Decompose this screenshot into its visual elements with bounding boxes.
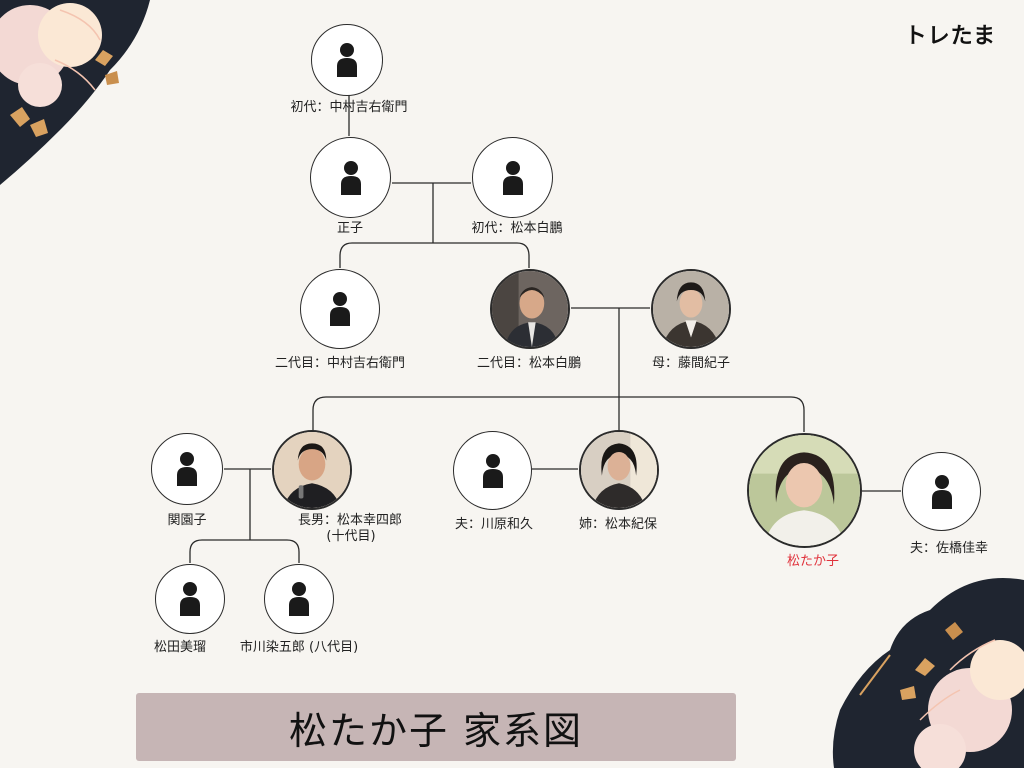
person-label-sub: (十代目) bbox=[326, 529, 376, 544]
title-banner: 松たか子 家系図 bbox=[136, 693, 736, 761]
person-silhouette-icon bbox=[330, 292, 350, 326]
person-node-sister-matsumoto-kio[interactable] bbox=[579, 430, 659, 510]
person-label-highlight: 松たか子 bbox=[786, 554, 840, 569]
brand-logo-text: トレたま bbox=[904, 24, 996, 49]
person-label: 長男：松本幸四郎 bbox=[297, 513, 403, 528]
person-silhouette-icon bbox=[931, 474, 952, 509]
person-silhouette-icon bbox=[289, 582, 309, 616]
person-label: 市川染五郎 (八代目) bbox=[239, 640, 359, 655]
person-node-husband-sahashi[interactable] bbox=[902, 452, 981, 531]
person-silhouette-icon bbox=[180, 582, 200, 616]
page-title: 松たか子 家系図 bbox=[288, 708, 584, 753]
person-silhouette-icon bbox=[337, 43, 357, 77]
person-node-sekisonoko[interactable] bbox=[151, 433, 223, 505]
person-node-matsuda-miru[interactable] bbox=[155, 564, 225, 634]
person-node-mother-fujima-kiko[interactable] bbox=[651, 269, 731, 349]
person-silhouette-icon bbox=[177, 452, 197, 486]
person-node-nidaime-nakamura-kichiemon[interactable] bbox=[300, 269, 380, 349]
portrait-photo bbox=[749, 435, 860, 546]
person-node-nidaime-matsumoto-hakuo[interactable] bbox=[490, 269, 570, 349]
person-label: 夫：佐橋佳幸 bbox=[909, 541, 989, 556]
portrait-photo bbox=[274, 432, 350, 508]
person-node-eldest-son-koshiro[interactable] bbox=[272, 430, 352, 510]
person-node-matsu-takako[interactable] bbox=[747, 433, 862, 548]
portrait-photo bbox=[653, 271, 729, 347]
floral-decoration-top-left bbox=[0, 0, 150, 185]
person-label: 松田美瑠 bbox=[153, 640, 207, 655]
person-silhouette-icon bbox=[340, 160, 361, 195]
person-label: 正子 bbox=[336, 221, 364, 236]
person-silhouette-icon bbox=[502, 160, 523, 195]
person-node-shodai-matsumoto-hakuo[interactable] bbox=[472, 137, 553, 218]
person-silhouette-icon bbox=[482, 453, 503, 488]
person-node-ichikawa-somegoro[interactable] bbox=[264, 564, 334, 634]
person-node-masako[interactable] bbox=[310, 137, 391, 218]
person-node-husband-kawahara[interactable] bbox=[453, 431, 532, 510]
person-label: 二代目：松本白鵬 bbox=[476, 356, 582, 371]
portrait-photo bbox=[492, 271, 568, 347]
person-label: 夫：川原和久 bbox=[454, 517, 534, 532]
person-label: 母：藤間紀子 bbox=[651, 356, 731, 371]
person-label: 初代：中村吉右衛門 bbox=[290, 100, 408, 115]
person-node-shodai-nakamura-kichiemon[interactable] bbox=[311, 24, 383, 96]
floral-decoration-bottom-right bbox=[832, 578, 1024, 768]
person-label: 二代目：中村吉右衛門 bbox=[274, 356, 406, 371]
person-label: 初代：松本白鵬 bbox=[471, 221, 563, 236]
portrait-photo bbox=[581, 432, 657, 508]
person-label: 姉：松本紀保 bbox=[578, 517, 658, 532]
person-label: 関園子 bbox=[167, 513, 207, 528]
